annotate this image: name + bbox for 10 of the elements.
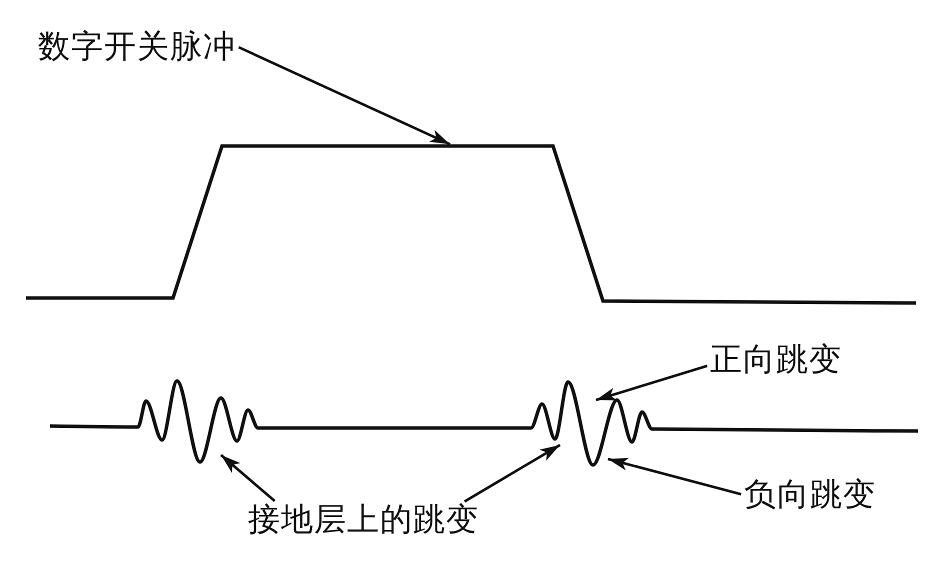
leader-arrow	[596, 364, 708, 402]
leader-arrow	[238, 46, 451, 146]
leader-arrow	[464, 444, 561, 503]
leader-arrow	[608, 458, 742, 496]
callout-label: 负向跳变	[744, 478, 876, 510]
callout-label: 数字开关脉冲	[38, 30, 236, 62]
callout-label: 正向跳变	[710, 343, 842, 375]
callout-label: 接地层上的跳变	[248, 503, 479, 535]
pulse-waveform	[26, 144, 916, 305]
leader-arrow	[220, 454, 276, 502]
